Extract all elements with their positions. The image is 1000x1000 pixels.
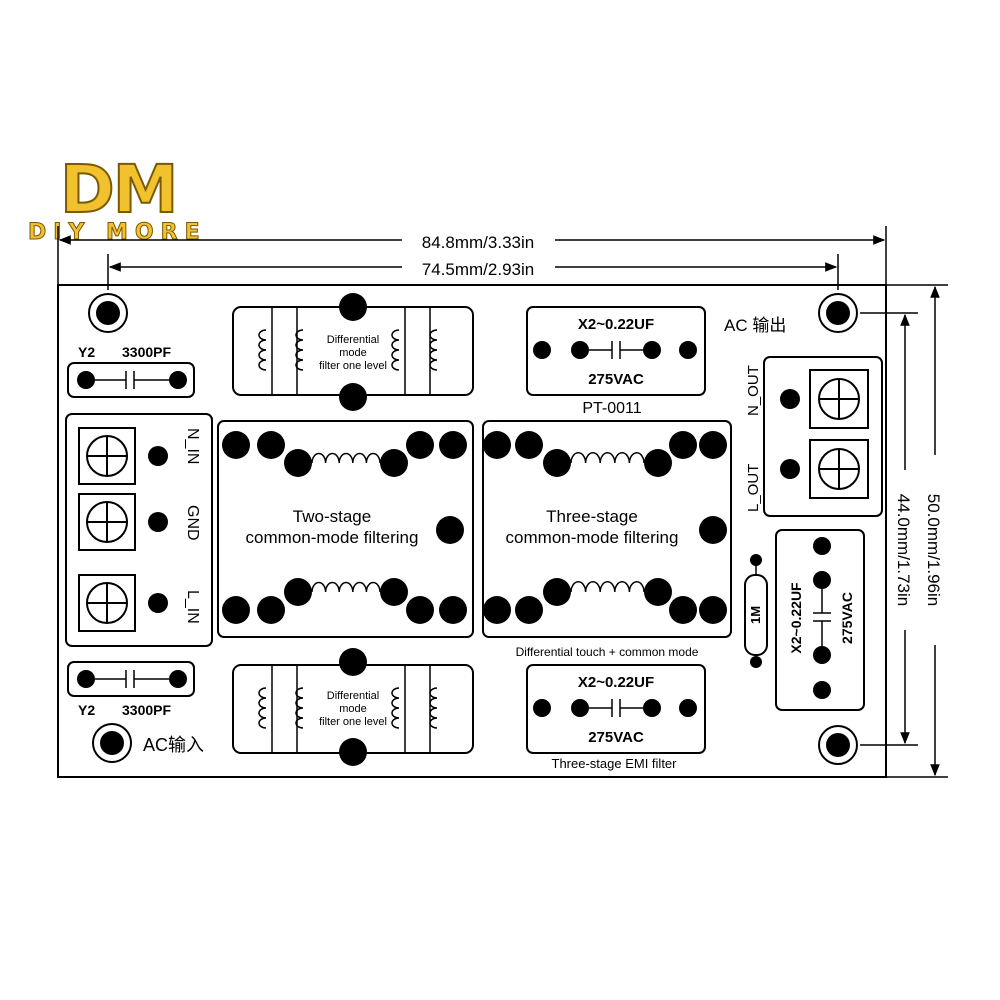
diff-coil-bottom-4: [429, 687, 438, 729]
resistor-label: 1M: [748, 606, 763, 624]
logo-tagline: DIY MORE: [28, 220, 207, 246]
diff-top-line3: filter one level: [319, 360, 387, 372]
x2-top-voltage: 275VAC: [588, 371, 644, 388]
differential-filter-bottom: [232, 648, 474, 766]
diff-bottom-line2: mode: [339, 703, 367, 715]
diff-touch-label: Differential touch + common mode: [516, 645, 699, 659]
dim-width-holes: 74.5mm/2.93in: [422, 260, 534, 279]
two-stage-line1: Two-stage: [293, 507, 371, 526]
dim-width-outer: 84.8mm/3.33in: [422, 233, 534, 252]
cm-coil-two-stage-top: [311, 452, 381, 464]
l-in-label: L_IN: [184, 590, 201, 624]
brand-logo: DM DIY MORE: [28, 150, 258, 260]
inductor-coils: [258, 329, 645, 729]
diff-bottom-line3: filter one level: [319, 716, 387, 728]
n-in-label: N_IN: [184, 428, 201, 464]
mounting-hole-bottom-left: [92, 723, 132, 763]
y2-capacitor-bottom: [67, 661, 195, 697]
diff-coil-top-2: [295, 329, 304, 371]
diff-coil-bottom-1: [258, 687, 267, 729]
diff-top-line1: Differential: [327, 334, 379, 346]
mounting-hole-top-left: [88, 293, 128, 333]
board-outline: [57, 284, 887, 778]
y2-bottom-value: 3300PF: [122, 702, 171, 718]
ac-in-label: AC输入: [143, 735, 204, 755]
x2-right-voltage: 275VAC: [839, 592, 855, 644]
x2-capacitor-right: [775, 529, 865, 711]
x2-right-label: X2~0.22UF: [788, 582, 804, 654]
output-terminal-block: [763, 356, 883, 517]
x2-capacitor-top: [526, 306, 706, 396]
dim-height-holes: 44.0mm/1.73in: [894, 494, 913, 606]
emi-label: Three-stage EMI filter: [552, 756, 678, 771]
gnd-label: GND: [184, 505, 201, 541]
diff-coil-top-4: [429, 329, 438, 371]
y2-top-label: Y2: [78, 344, 95, 360]
three-stage-line2: common-mode filtering: [506, 528, 679, 547]
x2-capacitor-bottom: [526, 664, 706, 754]
cm-coil-two-stage-bottom: [311, 581, 381, 593]
diff-bottom-line1: Differential: [327, 690, 379, 702]
ac-out-label: AC 输出: [724, 316, 786, 335]
y2-capacitor-top: [67, 362, 195, 398]
mounting-hole-top-right: [818, 293, 858, 333]
three-stage-line1: Three-stage: [546, 507, 638, 526]
y2-bottom-label: Y2: [78, 702, 95, 718]
x2-bottom-voltage: 275VAC: [588, 729, 644, 746]
x2-bottom-label: X2~0.22UF: [578, 674, 654, 691]
diff-top-line2: mode: [339, 347, 367, 359]
diff-coil-top-3: [391, 329, 400, 371]
input-terminal-block: [65, 413, 213, 647]
resistor-1m: [744, 554, 768, 668]
dim-height-outer: 50.0mm/1.96in: [924, 494, 943, 606]
mounting-hole-bottom-right: [818, 725, 858, 765]
x2-top-label: X2~0.22UF: [578, 316, 654, 333]
cm-coil-three-stage-top: [570, 452, 645, 464]
three-stage-filter-block: [482, 420, 732, 638]
two-stage-filter-block: [217, 420, 474, 638]
diff-coil-top-1: [258, 329, 267, 371]
logo-mark: DM: [59, 150, 179, 229]
l-out-label: L_OUT: [745, 464, 762, 512]
differential-filter-top: [232, 293, 474, 411]
diff-coil-bottom-3: [391, 687, 400, 729]
n-out-label: N_OUT: [745, 365, 762, 416]
two-stage-line2: common-mode filtering: [246, 528, 419, 547]
diff-coil-bottom-2: [295, 687, 304, 729]
model-label: PT-0011: [582, 400, 641, 417]
y2-top-value: 3300PF: [122, 344, 171, 360]
cm-coil-three-stage-bottom: [570, 581, 645, 593]
